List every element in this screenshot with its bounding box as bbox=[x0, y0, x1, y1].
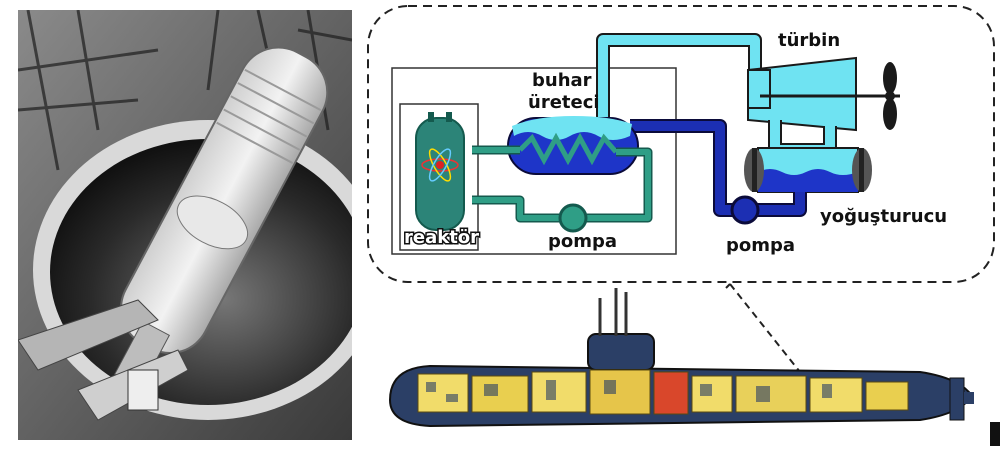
label-pump-primary: pompa bbox=[548, 231, 617, 252]
label-reactor: reaktör bbox=[404, 227, 479, 248]
submarine bbox=[388, 288, 974, 428]
steam-generator bbox=[507, 116, 639, 175]
callout-frame bbox=[367, 5, 995, 283]
propeller-icon bbox=[883, 62, 897, 130]
primary-pump bbox=[558, 203, 588, 233]
condenser bbox=[744, 147, 872, 193]
reactor-box bbox=[399, 103, 479, 251]
leader-line-right bbox=[725, 283, 731, 289]
label-steam-generator-1: buhar bbox=[532, 70, 592, 91]
reactor-vessel-photo bbox=[18, 10, 352, 440]
secondary-pump bbox=[730, 195, 760, 225]
reactor bbox=[415, 112, 465, 231]
primary-circuit-box bbox=[391, 67, 677, 255]
atom-icon bbox=[421, 148, 459, 182]
label-condenser: yoğuşturucu bbox=[820, 206, 947, 227]
steam-line bbox=[596, 33, 762, 120]
edge-mark bbox=[990, 422, 1000, 446]
label-pump-secondary: pompa bbox=[726, 235, 795, 256]
leader-line-left bbox=[729, 283, 801, 373]
label-steam-generator-2: üreteci bbox=[528, 92, 600, 113]
turbine bbox=[747, 56, 900, 157]
label-turbine: türbin bbox=[778, 30, 840, 51]
nuclear-propulsion-diagram: türbin buhar üreteci reaktör pompa pompa… bbox=[367, 5, 1000, 446]
